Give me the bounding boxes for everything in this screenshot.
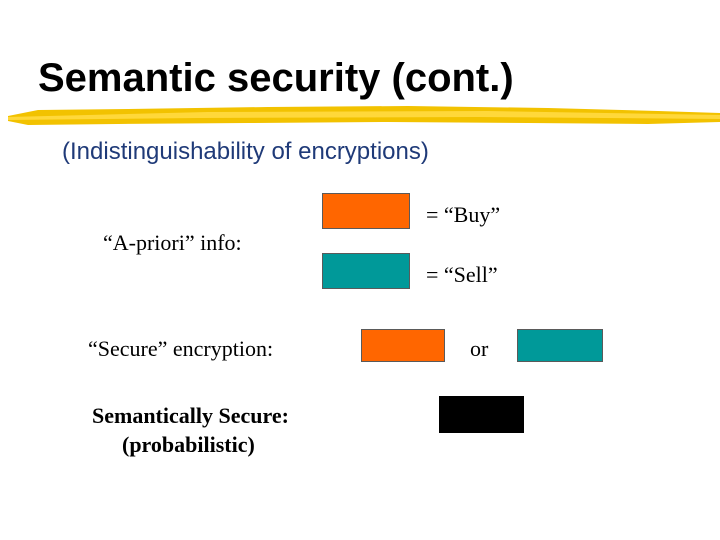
secure-encryption-label: “Secure” encryption: xyxy=(88,336,274,361)
sell-swatch xyxy=(322,253,410,289)
secure-buy-swatch xyxy=(361,329,445,362)
or-text: or xyxy=(470,336,489,361)
apriori-label: “A-priori” info: xyxy=(103,230,242,255)
semantically-secure-label: Semantically Secure: xyxy=(92,403,289,428)
title-underline xyxy=(8,106,720,125)
ciphertext-swatch xyxy=(439,396,524,433)
slide-title: Semantic security (cont.) xyxy=(38,56,514,100)
sell-equals-text: = “Sell” xyxy=(426,262,498,287)
buy-swatch xyxy=(322,193,410,229)
secure-sell-swatch xyxy=(517,329,603,362)
slide-subtitle: (Indistinguishability of encryptions) xyxy=(62,138,429,165)
buy-equals-text: = “Buy” xyxy=(426,202,501,227)
probabilistic-label: (probabilistic) xyxy=(122,432,255,457)
